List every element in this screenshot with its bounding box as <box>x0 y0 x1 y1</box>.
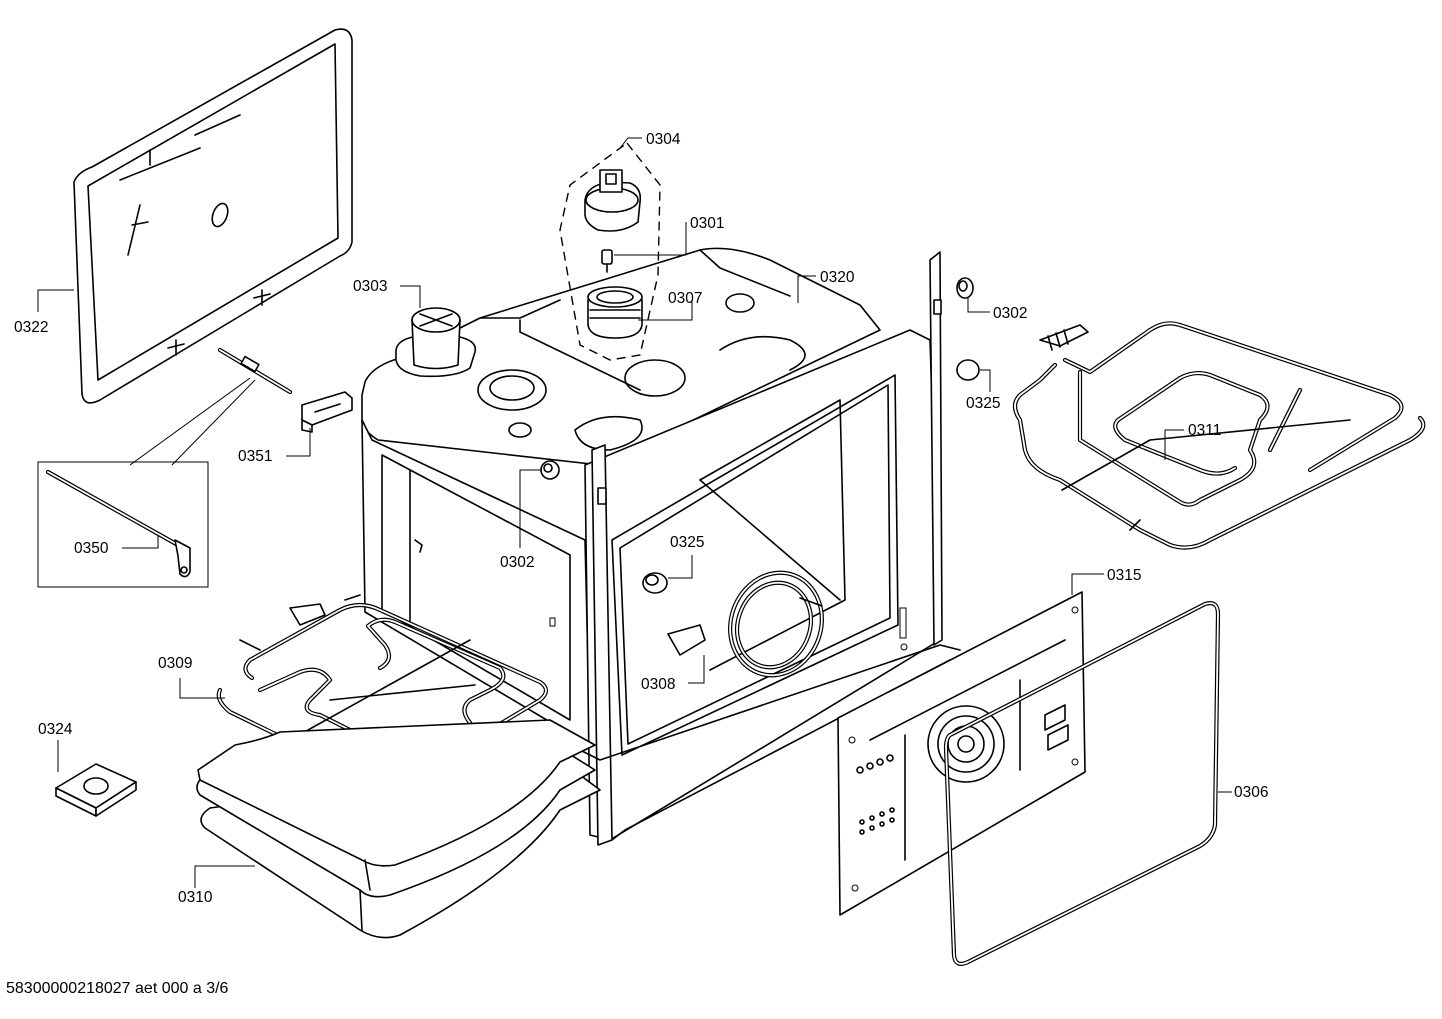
leader-0301 <box>614 222 687 256</box>
part-0303-motor-drawing <box>395 307 477 378</box>
label-0325-top: 0325 <box>966 395 1000 412</box>
part-0301-bulb-drawing <box>601 249 613 273</box>
label-0308: 0308 <box>641 676 675 693</box>
leader-0302-top <box>967 298 990 313</box>
part-0302-mid-drawing <box>540 460 560 480</box>
label-0324: 0324 <box>38 721 73 738</box>
part-0310-insulation-drawing <box>196 719 601 939</box>
leader-0303 <box>400 285 421 308</box>
leader-0310 <box>194 865 255 888</box>
label-0302-mid: 0302 <box>500 554 534 571</box>
leader-0308 <box>688 655 705 684</box>
lamp-assembly-outline <box>559 142 661 361</box>
label-0322: 0322 <box>14 319 48 336</box>
part-0351-bracket-drawing <box>301 391 353 433</box>
leader-0320 <box>797 275 816 303</box>
part-0306-door-seal-drawing <box>943 601 1221 966</box>
leader-0304 <box>619 137 642 149</box>
label-0302-top: 0302 <box>993 305 1027 322</box>
part-0325-top-drawing <box>956 359 980 381</box>
label-0307: 0307 <box>668 290 702 307</box>
label-0350: 0350 <box>74 540 109 557</box>
label-0310: 0310 <box>178 889 213 906</box>
document-id: 58300000218027 aet 000 a 3/6 <box>6 980 229 997</box>
label-0320: 0320 <box>820 269 855 286</box>
leader-0309 <box>179 678 225 699</box>
part-0324-pad-drawing <box>55 763 137 817</box>
leader-0307 <box>638 300 693 321</box>
label-0306: 0306 <box>1234 784 1268 801</box>
label-0325-mid: 0325 <box>670 534 704 551</box>
leader-0351 <box>286 428 311 457</box>
part-0307-lamp-glass-drawing <box>587 286 643 339</box>
leader-0325-top <box>980 369 991 392</box>
leader-0315 <box>1071 573 1104 595</box>
leader-0322 <box>37 289 74 312</box>
leader-0311 <box>1164 429 1184 460</box>
leader-0325-mid <box>668 555 693 579</box>
label-0309: 0309 <box>158 655 192 672</box>
part-0304-lamp-holder-drawing <box>584 169 642 232</box>
part-0322-panel-drawing <box>73 28 353 404</box>
label-0315: 0315 <box>1107 567 1141 584</box>
label-0351: 0351 <box>238 448 272 465</box>
leader-0350 <box>122 536 159 549</box>
label-0303: 0303 <box>353 278 387 295</box>
label-0304: 0304 <box>646 131 681 148</box>
part-0350-sensor-drawing <box>37 347 293 588</box>
label-0311: 0311 <box>1188 422 1221 439</box>
label-0301: 0301 <box>690 215 724 232</box>
part-0315-rear-panel-drawing <box>837 591 1086 916</box>
part-0311-grill-element-drawing <box>1012 321 1426 550</box>
leader-0302-mid <box>519 469 542 548</box>
part-0308-round-heater-drawing <box>667 570 824 678</box>
part-0302-top-drawing <box>956 277 974 299</box>
